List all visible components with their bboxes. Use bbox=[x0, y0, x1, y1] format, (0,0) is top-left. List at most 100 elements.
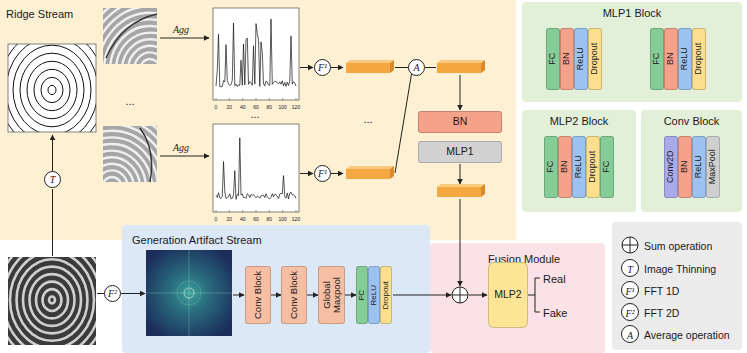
drawing bbox=[20, 53, 84, 127]
layer-box: Dropout bbox=[692, 28, 706, 90]
layer-box: MaxPool bbox=[706, 136, 720, 198]
label-anchor: Sum operation bbox=[644, 236, 712, 254]
plot-frame bbox=[213, 8, 299, 100]
drawing bbox=[43, 289, 62, 311]
drawing bbox=[425, 67, 436, 68]
label-anchor: F¹ bbox=[625, 281, 634, 299]
drawing bbox=[106, 14, 157, 58]
drawing bbox=[528, 295, 535, 296]
operator-circle: F² bbox=[104, 285, 121, 302]
drawing bbox=[8, 257, 96, 345]
feature-bar bbox=[437, 63, 481, 73]
drawing bbox=[331, 67, 343, 68]
drawing bbox=[110, 26, 157, 64]
layer-box: FC bbox=[650, 28, 664, 90]
drawing bbox=[630, 237, 631, 253]
label-anchor: 20 bbox=[227, 95, 233, 113]
drawing bbox=[103, 126, 157, 182]
annotation: ... bbox=[363, 113, 372, 125]
drawing bbox=[8, 44, 96, 132]
node-label: MLP2 bbox=[494, 289, 521, 301]
drawing bbox=[452, 237, 639, 343]
label-anchor: 40 bbox=[240, 95, 246, 113]
tick-label: 40 bbox=[240, 105, 246, 111]
drawing bbox=[460, 75, 461, 110]
fingerprint-ridges bbox=[103, 126, 157, 182]
label-anchor: ... bbox=[125, 91, 134, 109]
node-label: Dropout bbox=[694, 30, 703, 88]
tick bbox=[242, 210, 243, 212]
spectrum-detail bbox=[146, 250, 232, 336]
node-label: FC bbox=[546, 138, 555, 196]
tick bbox=[216, 210, 217, 212]
layer-box: BN bbox=[558, 136, 572, 198]
image-frame bbox=[8, 44, 96, 132]
drawing bbox=[622, 260, 639, 277]
layer-box: Dropout bbox=[380, 266, 392, 324]
panel-title: Conv Block bbox=[641, 110, 742, 127]
drawing bbox=[97, 293, 104, 294]
drawing bbox=[34, 69, 70, 110]
drawing bbox=[177, 281, 201, 305]
legend-symbol: F¹ bbox=[625, 286, 634, 297]
node-label: BN bbox=[666, 30, 675, 88]
feature-bar bbox=[437, 60, 485, 63]
drawing bbox=[103, 126, 157, 182]
layer-box: Dropout bbox=[586, 136, 600, 198]
node-label: A bbox=[413, 62, 419, 73]
drawing bbox=[612, 222, 742, 350]
node-label: MLP1 bbox=[446, 146, 473, 158]
layer-box: Global Maxpool bbox=[318, 266, 345, 324]
drawing bbox=[121, 293, 145, 294]
label-anchor: FFT 2D bbox=[644, 303, 679, 321]
layer-box: FC bbox=[544, 136, 558, 198]
annotation: Agg bbox=[173, 142, 189, 153]
tick bbox=[282, 98, 283, 100]
legend-text: Average operation bbox=[644, 330, 730, 342]
layer-box: MLP2 bbox=[488, 262, 528, 328]
connector bbox=[345, 295, 356, 296]
tick-label: 120 bbox=[292, 217, 300, 223]
label-anchor: 120 bbox=[292, 95, 300, 113]
panel: Generation Artifact StreamConv BlockConv… bbox=[122, 225, 430, 353]
panel: MLP1 BlockFCBNReLUDropoutFCBNReLUDropout bbox=[522, 2, 742, 102]
drawing bbox=[622, 304, 639, 321]
node-label: FC bbox=[652, 30, 661, 88]
feature-bar bbox=[437, 187, 481, 197]
tick-label: 100 bbox=[278, 105, 286, 111]
tick bbox=[296, 210, 297, 212]
label-anchor: Real bbox=[543, 269, 566, 287]
drawing bbox=[103, 144, 152, 182]
annotation: Agg bbox=[173, 24, 189, 35]
feature-bar bbox=[346, 166, 394, 169]
label-anchor: Agg bbox=[173, 19, 189, 37]
label-anchor: A bbox=[627, 325, 633, 343]
drawing bbox=[393, 295, 451, 296]
node-label: BN bbox=[560, 138, 569, 196]
tick bbox=[229, 98, 230, 100]
node-label: Conv Block bbox=[253, 268, 263, 322]
drawing bbox=[49, 297, 55, 304]
label-anchor: 0 bbox=[215, 207, 218, 225]
drawing bbox=[8, 257, 96, 345]
drawing bbox=[395, 67, 408, 68]
drawing bbox=[452, 287, 468, 303]
panel-title: Generation Artifact Stream bbox=[132, 234, 262, 246]
panel-ground bbox=[522, 2, 742, 102]
drawing bbox=[160, 38, 209, 39]
node-label: ReLU bbox=[370, 268, 378, 322]
node-label: F¹ bbox=[318, 62, 327, 73]
connector bbox=[271, 295, 281, 296]
label-anchor: T bbox=[627, 259, 633, 277]
node-label: F¹ bbox=[318, 168, 327, 179]
feature-bar bbox=[437, 184, 485, 187]
tick bbox=[216, 98, 217, 100]
node-label: BN bbox=[453, 116, 468, 128]
panel-ground bbox=[641, 110, 742, 212]
drawing bbox=[233, 295, 244, 296]
layer-box: ReLU bbox=[692, 136, 706, 198]
drawing bbox=[189, 250, 190, 336]
feature-bar bbox=[346, 60, 394, 63]
layer-box: MLP1 bbox=[418, 141, 502, 163]
